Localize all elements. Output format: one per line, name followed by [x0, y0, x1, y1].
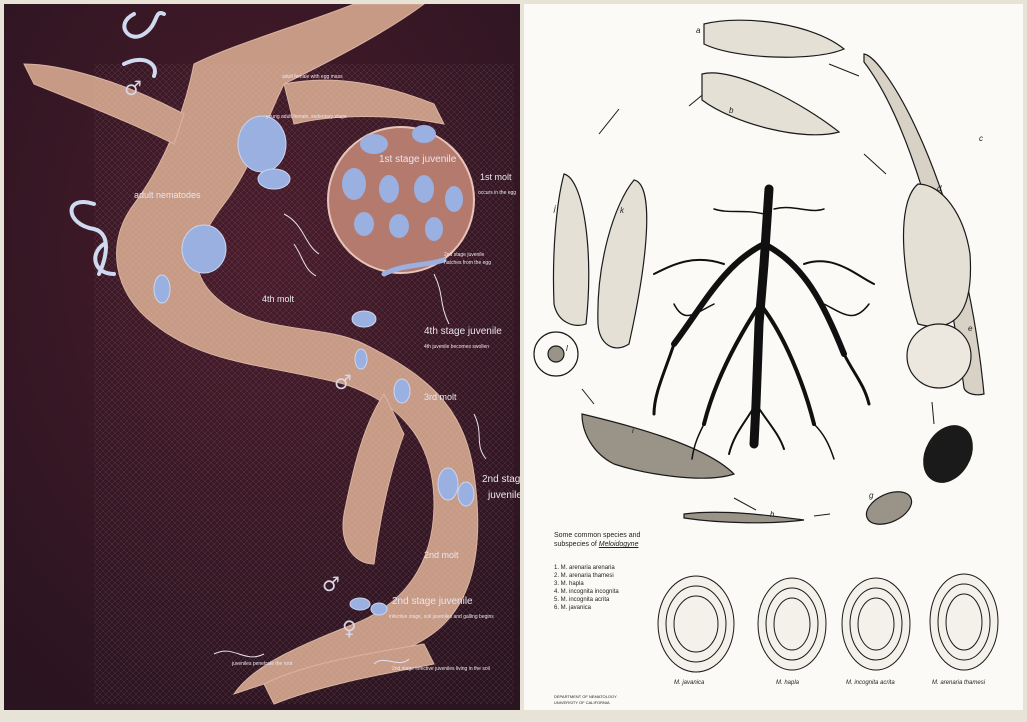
label-2nd-stage-bottom-sub: infective stage, soil juveniles and gall…: [389, 614, 494, 620]
male-symbol-icon: ♂: [334, 370, 352, 394]
label-adult-nematodes: adult nematodes: [134, 190, 201, 200]
species-item: 3. M. hapla: [554, 580, 619, 588]
stage-letter: l: [566, 344, 568, 353]
stage-letter: b: [729, 106, 733, 115]
species-title-subspecies: subspecies of: [554, 541, 597, 548]
stage-drawing-i: [582, 414, 734, 478]
label-2nd-stage: 2nd stage: [482, 474, 520, 485]
cycle-arrow: [864, 154, 886, 174]
male-symbol-icon: ♂: [322, 572, 340, 596]
perineal-pattern: [842, 578, 910, 670]
perineal-pattern: [758, 578, 826, 670]
perineal-caption: M. incognita acrita: [846, 680, 895, 686]
stage-letter: g: [869, 491, 873, 500]
stage-letter: c: [979, 134, 983, 143]
stage-letter: j: [554, 204, 556, 213]
stage-letter: i: [632, 426, 634, 435]
label-top-text-2: young adult female, sedentary stage: [266, 114, 347, 120]
credit-university: UNIVERSITY OF CALIFORNIA: [554, 700, 610, 705]
stage-drawing-e: [907, 324, 971, 388]
perineal-patterns: [658, 574, 998, 672]
cycle-arrow: [599, 109, 619, 134]
female-symbol-icon: ♀: [342, 616, 357, 640]
species-item: 6. M. javanica: [554, 604, 619, 612]
right-illustration-panel: a b c d e f g h i j k l Some common spec…: [524, 4, 1023, 710]
stage-letter: d: [937, 184, 941, 193]
stage-drawing-h: [684, 512, 804, 523]
label-2nd-stage-hatch-sub: hatches from the egg: [444, 260, 491, 266]
label-1st-stage-juvenile: 1st stage juvenile: [379, 154, 456, 165]
label-soil-text-2: 2nd stage infective juveniles living in …: [392, 666, 490, 672]
stage-letter: k: [620, 206, 624, 215]
label-2nd-molt: 2nd molt: [424, 550, 459, 560]
label-3rd-molt: 3rd molt: [424, 392, 457, 402]
stage-letter: a: [696, 26, 700, 35]
species-genus: Meloidogyne: [599, 541, 639, 548]
label-2nd-stage-hatch: 2nd stage juvenile: [444, 252, 484, 258]
perineal-caption: M. hapla: [776, 680, 799, 686]
stage-drawing-f: [914, 417, 982, 491]
species-title-line-2: subspecies of Meloidogyne: [554, 541, 638, 548]
perineal-caption: M. arenaria thamesi: [932, 680, 985, 686]
cycle-arrow: [932, 402, 934, 424]
species-item: 5. M. incognita acrita: [554, 596, 619, 604]
label-top-text: adult female with egg mass: [282, 74, 343, 80]
cycle-arrow: [582, 389, 594, 404]
cycle-arrow: [814, 514, 830, 516]
perineal-caption: M. javanica: [674, 680, 704, 686]
label-4th-molt: 4th molt: [262, 294, 294, 304]
stage-drawing-a: [704, 20, 844, 57]
perineal-pattern: [658, 576, 734, 672]
label-1st-molt-sub: occurs in the egg: [478, 190, 516, 196]
stage-letter: f: [930, 440, 932, 449]
label-2nd-stage-juvenile-b: juvenile: [488, 490, 520, 501]
label-soil-text: juveniles penetrate the root: [232, 661, 292, 667]
label-4th-stage-sub: 4th juvenile becomes swollen: [424, 344, 489, 350]
stage-letter: h: [770, 510, 774, 519]
stage-drawing-j: [553, 174, 588, 325]
stage-drawing-d: [904, 184, 971, 326]
stage-drawing-b: [702, 73, 839, 135]
perineal-pattern: [930, 574, 998, 670]
species-title-line-1: Some common species and: [554, 532, 640, 539]
credit-department: DEPARTMENT OF NEMATOLOGY: [554, 694, 617, 699]
species-item: 2. M. arenaria thamesi: [554, 572, 619, 580]
species-item: 4. M. incognita incognita: [554, 588, 619, 596]
label-1st-molt: 1st molt: [480, 172, 512, 182]
label-4th-stage-juvenile: 4th stage juvenile: [424, 326, 502, 337]
species-list: 1. M. arenaria arenaria 2. M. arenaria t…: [554, 564, 619, 612]
cycle-arrow: [734, 498, 756, 510]
left-illustration-panel: 1st stage juvenile 1st molt occurs in th…: [4, 4, 520, 710]
male-symbol-icon: ♂: [124, 76, 142, 100]
cycle-arrow: [829, 64, 859, 76]
species-item: 1. M. arenaria arenaria: [554, 564, 619, 572]
label-2nd-stage-juvenile-bottom: 2nd stage juvenile: [392, 596, 473, 607]
root-system: [654, 189, 874, 459]
stage-letter: e: [968, 324, 972, 333]
